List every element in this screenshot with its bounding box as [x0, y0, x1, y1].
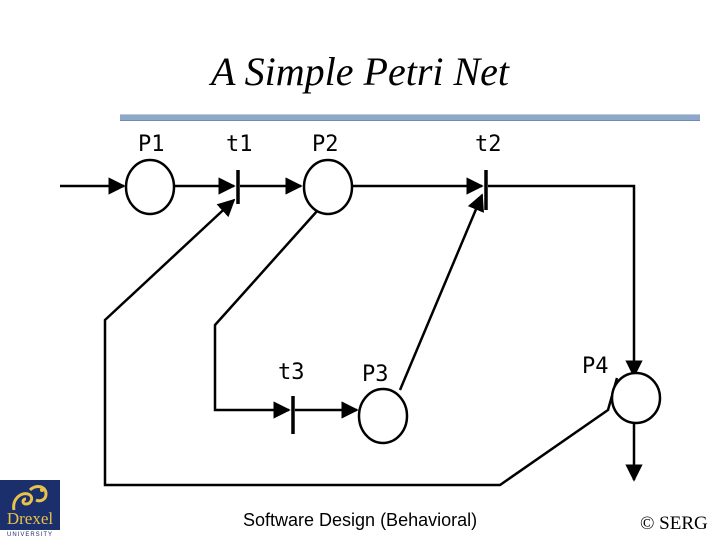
- arc-p4-t1: [103, 198, 619, 487]
- dragon-icon: [12, 485, 48, 511]
- arc-p3-t2: [398, 193, 484, 391]
- place-p1: [124, 158, 176, 216]
- arc-p2-t3: [213, 209, 319, 419]
- place-label-p4: P4: [582, 354, 609, 379]
- place-label-p1: P1: [138, 132, 165, 157]
- logo-name: Drexel: [6, 509, 54, 528]
- place-p4: [610, 371, 662, 425]
- place-label-p2: P2: [312, 132, 339, 157]
- transition-label-t2: t2: [475, 132, 502, 157]
- footer-text: Software Design (Behavioral): [243, 510, 478, 530]
- arc-t2-p4: [488, 184, 643, 378]
- copyright-text: © SERG: [640, 513, 708, 534]
- title-divider: [120, 114, 700, 121]
- transition-label-t3: t3: [278, 360, 305, 385]
- place-label-p3: P3: [362, 362, 389, 387]
- logo-subtitle: UNIVERSITY: [0, 530, 60, 540]
- slide-title: A Simple Petri Net: [210, 49, 510, 94]
- transition-label-t1: t1: [226, 132, 253, 157]
- place-p3: [357, 387, 409, 445]
- drexel-logo: Drexel UNIVERSITY: [0, 480, 60, 540]
- place-p2: [302, 158, 354, 216]
